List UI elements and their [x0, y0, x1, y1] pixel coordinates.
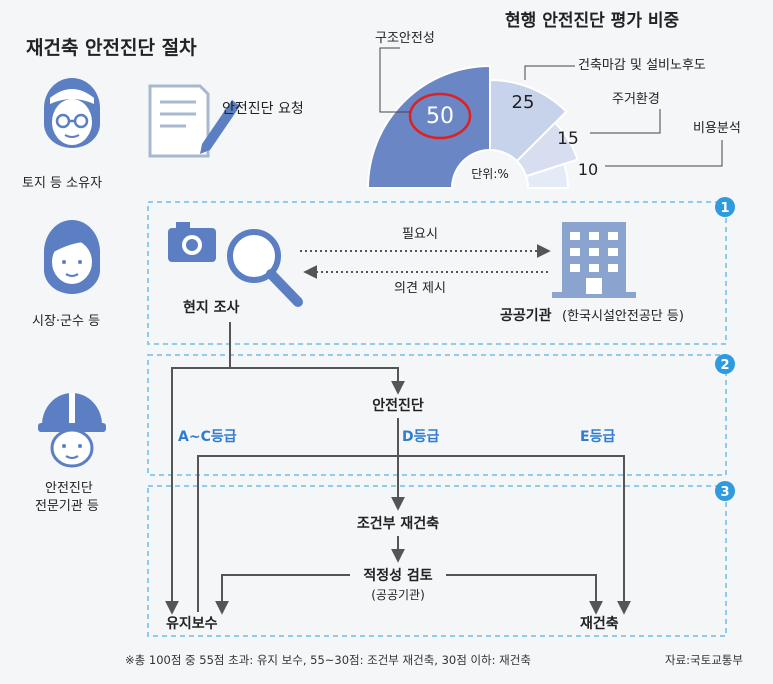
chart-title: 현행 안전진단 평가 비중: [505, 11, 680, 31]
conditional-label: 조건부 재건축: [357, 515, 439, 532]
need-label: 필요시: [402, 227, 438, 242]
svg-text:3: 3: [720, 485, 729, 500]
leader-line-environment: [590, 109, 661, 134]
diagram-title: 재건축 안전진단 절차: [26, 37, 197, 59]
flow-survey-to-diagnosis: [230, 367, 405, 395]
half-donut-chart: 단위:% 50 25 15 10 구조안전성 건축마감 및 설비노후도 주거환경…: [366, 31, 741, 189]
owner-label: 토지 등 소유자: [22, 176, 102, 191]
value-label-environment: 15: [557, 129, 579, 149]
leader-line-cost: [605, 140, 723, 167]
unit-label: 단위:%: [471, 167, 509, 181]
diagnosis-label: 안전진단: [372, 397, 424, 414]
owner-avatar-icon: [44, 78, 100, 148]
category-label-finish: 건축마감 및 설비노후도: [578, 58, 706, 73]
document-pen-icon: [148, 84, 240, 158]
mayor-avatar-icon: [44, 220, 100, 294]
opinion-label: 의견 제시: [394, 281, 446, 296]
slice-structure: [366, 64, 491, 189]
category-label-environment: 주거환경: [612, 92, 660, 107]
mayor-label: 시장·군수 등: [32, 314, 100, 329]
grade-e-label: E등급: [580, 429, 615, 445]
leader-line-finish: [524, 65, 575, 80]
flow-review-to-rebuild: [446, 574, 603, 615]
highlight-circle: [408, 92, 472, 140]
leader-line-structure: [379, 47, 410, 113]
maintain-label: 유지보수: [166, 616, 218, 632]
magnifier-icon: [227, 229, 303, 307]
chart-slices: [366, 64, 579, 189]
expert-label-line2: 전문기관 등: [35, 499, 99, 514]
flow-grade-branches: [197, 455, 631, 615]
expert-hardhat-icon: [38, 393, 106, 468]
request-label: 안전진단 요청: [222, 101, 304, 117]
value-label-cost: 10: [578, 160, 598, 179]
expert-label-line1: 안전진단: [45, 481, 93, 496]
step-badge-1: 1: [715, 197, 735, 217]
flow-review-to-maintain: [215, 574, 350, 615]
grade-d-label: D등급: [402, 429, 440, 445]
svg-text:1: 1: [720, 201, 729, 216]
rebuild-label: 재건축: [580, 615, 619, 632]
slice-environment: [515, 121, 579, 178]
building-icon: [552, 222, 636, 298]
footnote: ※총 100점 중 55점 초과: 유지 보수, 55~30점: 조건부 재건축…: [125, 653, 531, 667]
public-org-note: (한국시설안전공단 등): [562, 309, 684, 324]
svg-text:2: 2: [720, 358, 729, 373]
value-label-finish: 25: [512, 92, 535, 113]
step-box-1: [147, 201, 727, 345]
source: 자료:국토교통부: [665, 653, 743, 667]
step-box-2: [147, 354, 727, 476]
category-label-cost: 비용분석: [693, 121, 741, 136]
step-box-3: [147, 485, 727, 637]
survey-label: 현지 조사: [183, 300, 240, 316]
category-label-structure: 구조안전성: [375, 31, 435, 46]
review-label: 적정성 검토: [363, 567, 432, 584]
camera-icon: [168, 222, 216, 262]
slice-finish: [489, 78, 568, 163]
step-badge-2: 2: [715, 354, 735, 374]
flow-survey-to-maintain: [165, 322, 231, 615]
value-label-structure: 50: [426, 104, 454, 129]
slice-cost: [524, 162, 570, 189]
review-note: (공공기관): [371, 588, 425, 602]
public-org-label: 공공기관: [500, 307, 552, 324]
grade-ac-label: A~C등급: [178, 429, 237, 445]
step-badge-3: 3: [715, 481, 735, 501]
